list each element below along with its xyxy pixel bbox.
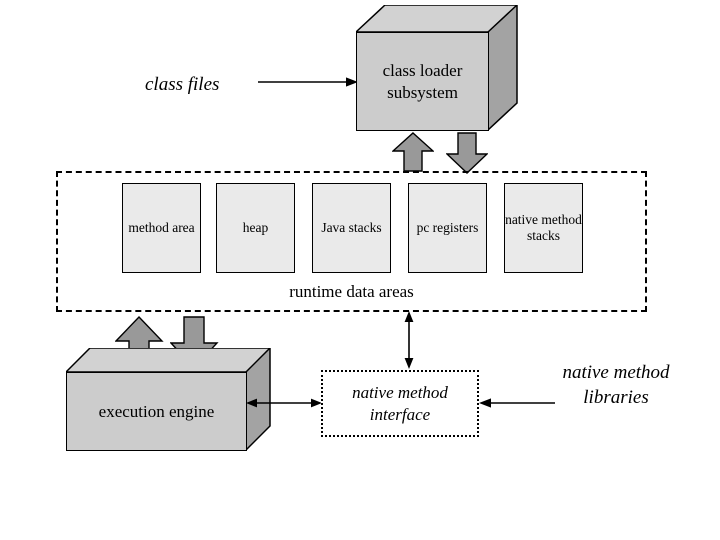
- runtime-data-areas-caption: runtime data areas: [289, 282, 414, 301]
- memory-box-heap: heap: [216, 183, 295, 273]
- memory-box-pc-registers: pc registers: [408, 183, 487, 273]
- class-files-label: class files: [145, 74, 220, 95]
- loader-to-runtime-down-arrow: [446, 132, 488, 174]
- engine-to-nmi-arrow: [246, 395, 322, 411]
- native-method-interface-label: native method interface: [352, 383, 448, 424]
- runtime-data-areas-container: [56, 171, 647, 312]
- memory-box-java-stacks: Java stacks: [312, 183, 391, 273]
- native-method-libraries-label: native method libraries: [562, 362, 670, 409]
- libraries-to-nmi-arrow: [479, 395, 555, 411]
- memory-box-label: native method stacks: [505, 211, 582, 243]
- memory-box-label: method area: [128, 219, 195, 235]
- execution-engine-top-face: [66, 348, 270, 372]
- class-loader-top-face: [356, 5, 517, 32]
- execution-engine-front-face: execution engine: [66, 372, 247, 451]
- native-method-interface-box: native method interface: [321, 370, 479, 437]
- class-files-to-loader-arrow: [258, 74, 358, 90]
- class-loader-front-face: class loader subsystem: [356, 32, 489, 131]
- memory-box-label: heap: [242, 219, 269, 235]
- class-loader-label: class loader subsystem: [382, 61, 463, 102]
- execution-engine-label: execution engine: [98, 401, 215, 421]
- memory-box-label: Java stacks: [321, 219, 382, 235]
- memory-box-label: pc registers: [416, 219, 479, 235]
- memory-box-method-area: method area: [122, 183, 201, 273]
- execution-engine-box: execution engine: [66, 348, 272, 452]
- class-loader-subsystem-box: class loader subsystem: [356, 5, 521, 133]
- memory-box-native-method-stacks: native method stacks: [504, 183, 583, 273]
- runtime-to-nmi-arrow: [401, 311, 417, 369]
- loader-to-runtime-up-arrow: [392, 132, 434, 172]
